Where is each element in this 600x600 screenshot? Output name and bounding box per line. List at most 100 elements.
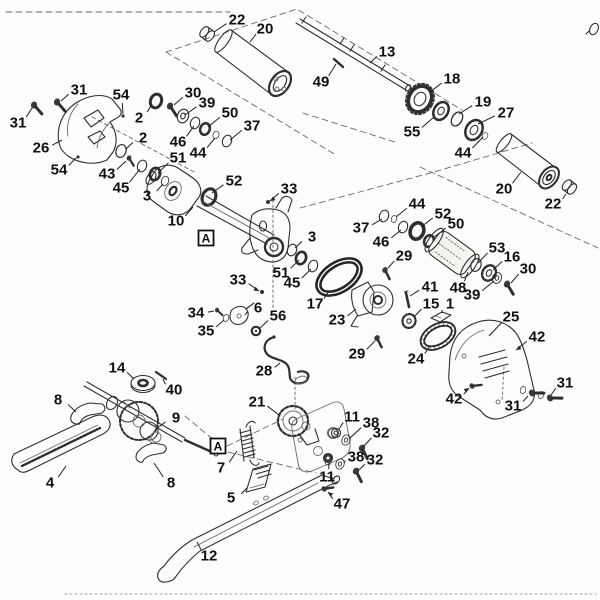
part-number-label: 55	[404, 124, 421, 141]
leader-arrowhead	[270, 196, 276, 201]
part-number-label: 42	[529, 329, 546, 346]
leader-line	[477, 115, 496, 125]
part-number-label: 50	[448, 216, 465, 233]
part-number-label: 16	[504, 249, 521, 266]
part-8-clamp	[70, 402, 106, 425]
part-number-label: 34	[188, 305, 205, 322]
part-24-chain	[419, 321, 457, 351]
leader-line	[488, 321, 503, 337]
leader-line	[510, 273, 520, 284]
part-number-label: 15	[423, 296, 440, 313]
leader-line	[369, 55, 378, 64]
leader-line	[162, 378, 166, 385]
part-number-label: 47	[334, 496, 351, 513]
section-marker-box	[197, 229, 215, 247]
leader-line	[338, 422, 344, 430]
leader-line	[184, 106, 197, 116]
leader-line	[301, 268, 312, 279]
part-number-label: 26	[33, 140, 50, 157]
part-20-roller-right	[495, 133, 560, 190]
leader-line	[550, 387, 557, 396]
part-number-label: 44	[409, 196, 426, 213]
part-number-label: 32	[373, 425, 390, 442]
part-number-label: 51	[170, 150, 187, 167]
part-number-label: 31	[557, 375, 574, 392]
leader-line	[125, 141, 134, 150]
part-number-label: 27	[498, 105, 515, 122]
part-1-clip	[430, 311, 452, 323]
part-49-pin	[332, 57, 345, 69]
leader-arrowhead	[516, 345, 522, 350]
leader-line	[363, 437, 372, 447]
part-number-label: 7	[217, 460, 225, 477]
part-number-label: 46	[170, 134, 187, 151]
leader-line	[153, 462, 164, 478]
part-33-screw	[260, 290, 264, 294]
leader-line	[472, 136, 484, 149]
part-number-label: 35	[198, 323, 215, 340]
leader-line	[458, 105, 473, 115]
part-number-label: 51	[273, 265, 290, 282]
part-number-label: 9	[172, 410, 180, 427]
leader-line	[522, 395, 529, 402]
leader-line	[155, 421, 166, 430]
part-number-label: 19	[475, 94, 492, 111]
part-number-label: 37	[244, 118, 261, 135]
part-23-clutch	[350, 281, 394, 328]
leader-line	[267, 405, 280, 416]
leader-line	[421, 116, 435, 128]
leader-line	[116, 160, 127, 170]
leader-line	[249, 33, 257, 43]
leader-line	[481, 280, 495, 292]
leader-line	[156, 183, 164, 192]
part-number-label: 45	[113, 180, 130, 197]
part-number-label: 6	[254, 300, 262, 317]
part-40-pin	[154, 370, 168, 381]
part-number-label: 1	[446, 296, 454, 313]
part-number-label: 3	[143, 188, 151, 205]
part-18-gear	[405, 82, 435, 116]
part-25-deflector	[448, 319, 535, 420]
part-number-label: 29	[396, 248, 413, 265]
part-10-axle-assembly	[145, 164, 293, 263]
part-52-washer	[200, 187, 218, 207]
part-31-screw	[27, 99, 48, 116]
part-number-label: 44	[455, 145, 472, 162]
part-number-label: 2	[135, 110, 143, 127]
leader-line	[121, 102, 124, 115]
leader-line	[358, 463, 366, 471]
construction-lines	[5, 8, 599, 595]
part-number-label: 20	[496, 181, 513, 198]
part-number-label: 11	[319, 469, 335, 486]
part-number-label: 2	[139, 130, 147, 147]
part-15-sprocket	[401, 312, 417, 330]
part-8-clamp	[135, 442, 167, 463]
leader-line	[244, 311, 248, 316]
part-26-housing-cover	[57, 94, 122, 164]
part-14-pulley	[130, 374, 156, 394]
part-number-label: 3	[308, 229, 316, 246]
part-number-label: 28	[256, 363, 273, 380]
part-number-label: 42	[446, 391, 463, 408]
part-number-label: 40	[166, 382, 183, 399]
part-34-screw	[213, 306, 226, 317]
part-number-label: 21	[249, 394, 266, 411]
part-20-roller	[214, 29, 293, 98]
leader-line	[492, 261, 503, 271]
part-number-label: 8	[54, 392, 62, 409]
leader-line	[67, 404, 77, 413]
part-number-label: 13	[379, 44, 396, 61]
section-marker-box	[209, 437, 227, 455]
part-39-washer	[490, 270, 504, 286]
leader-line	[429, 82, 442, 93]
part-number-label: 22	[545, 196, 562, 213]
edge-ring	[585, 22, 599, 36]
part-number-label: 10	[168, 213, 185, 230]
leader-line	[207, 310, 215, 313]
part-number-label: 49	[313, 74, 330, 91]
part-13-shaft	[295, 16, 412, 92]
part-number-label: 30	[185, 85, 202, 102]
